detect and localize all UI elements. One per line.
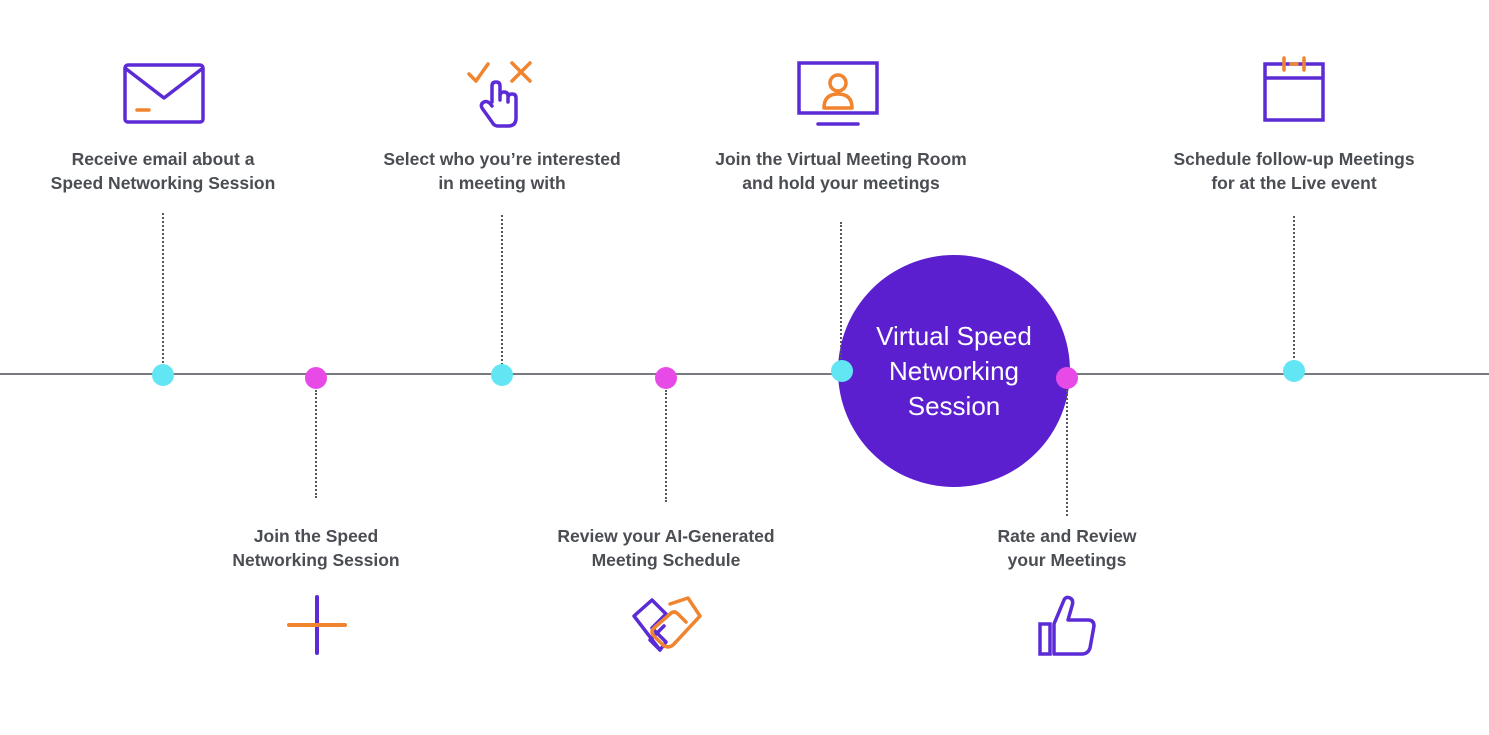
plus-cross-icon <box>287 595 347 655</box>
hub-label: Virtual Speed Networking Session <box>876 320 1032 421</box>
step-5-connector <box>840 222 842 362</box>
step-3-connector <box>501 215 503 365</box>
step-3-label: Select who you’re interested in meeting … <box>383 149 621 193</box>
step-4-connector <box>665 390 667 502</box>
step-4-label: Review your AI-Generated Meeting Schedul… <box>557 526 775 570</box>
step-7-connector <box>1293 216 1295 362</box>
step-1-connector <box>162 213 164 363</box>
step-6-label: Rate and Review your Meetings <box>997 526 1137 570</box>
step-5-label: Join the Virtual Meeting Room and hold y… <box>715 149 967 193</box>
step-1-marker <box>152 364 174 386</box>
step-4-marker <box>655 367 677 389</box>
handshake-icon <box>632 596 702 652</box>
hub-circle: Virtual Speed Networking Session <box>838 255 1070 487</box>
step-6-connector <box>1066 390 1068 516</box>
timeline-line <box>0 373 1489 375</box>
calendar-icon <box>1263 56 1325 122</box>
thumbs-up-icon <box>1038 595 1096 656</box>
step-7-label: Schedule follow-up Meetings for at the L… <box>1173 149 1415 193</box>
step-2-label: Join the Speed Networking Session <box>232 526 400 570</box>
video-monitor-icon <box>797 61 879 126</box>
step-1-label: Receive email about a Speed Networking S… <box>50 149 276 193</box>
step-6-marker <box>1056 367 1078 389</box>
step-2-connector <box>315 390 317 498</box>
envelope-icon <box>123 63 205 124</box>
step-2-marker <box>305 367 327 389</box>
step-3-marker <box>491 364 513 386</box>
step-7-marker <box>1283 360 1305 382</box>
tap-select-icon <box>467 61 532 128</box>
step-5-marker <box>831 360 853 382</box>
